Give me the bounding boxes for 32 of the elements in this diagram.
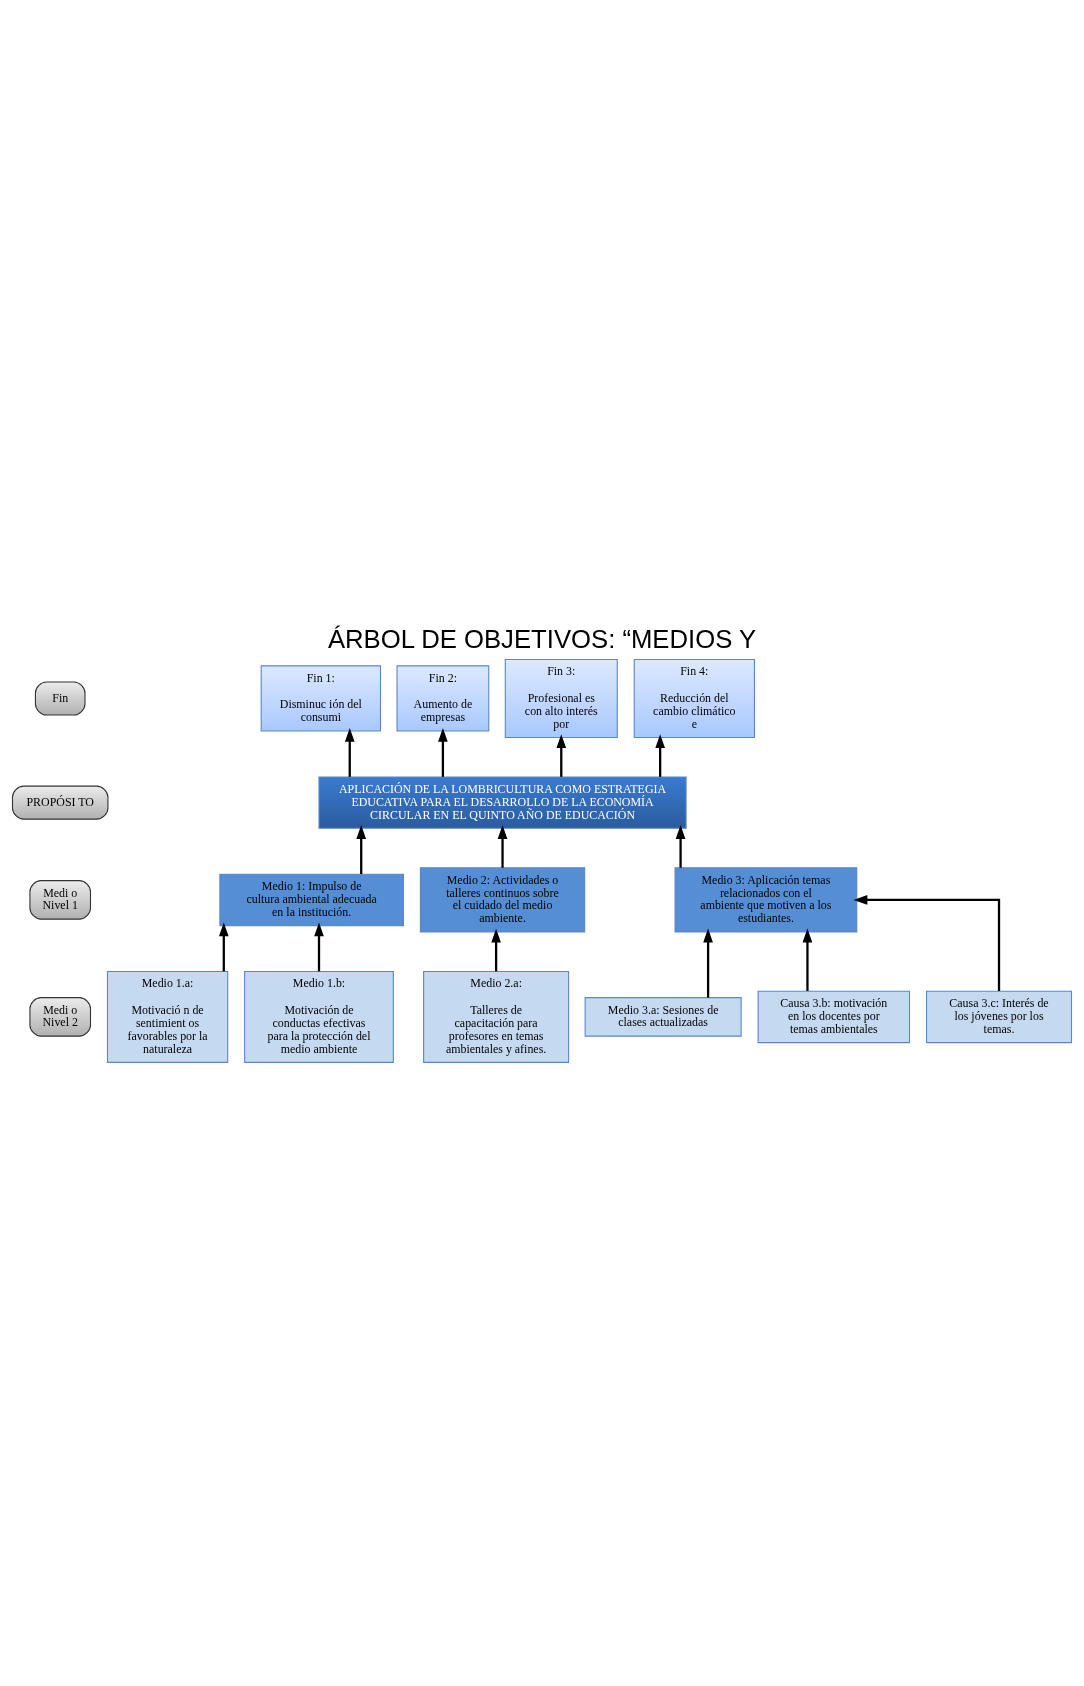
arrow [497,825,508,868]
arrow [218,922,229,972]
arrow [314,922,324,972]
node-box: Medio 2.a: Talleres de capacitación para profesores en temas ambientales y afines. [423,970,570,1063]
diagram-title: ÁRBOL DE OBJETIVOS: “MEDIOS Y [327,624,757,653]
node-box: Medio 1.a: Motivació n de sentimient os favorables por la naturaleza [106,970,229,1063]
node-box: Medio 3: Aplicación temas relacionados con el ambiente que motiven a los estudiantes. [674,867,858,933]
node-box: Medio 1: Impulso de cultura ambiental adecuada en la institución. [219,873,404,927]
arrow [556,734,567,777]
node-box: Fin 3: Profesional es con alto interés por [504,658,618,738]
node-box: Fin [34,681,86,716]
node-box: Medio 1.b: Motivación de conductas efectivas para la protección del medio ambiente [244,970,394,1063]
arrow [655,734,665,777]
node-box: Medi o Nivel 1 [29,880,92,920]
node-box: Fin 1: Disminuc ión del consumi [260,665,382,732]
node-box: Causa 3.c: Interés de los jóvenes por los temas. [925,990,1073,1044]
arrow [438,727,448,777]
node-box: Causa 3.b: motivación en los docentes por temas ambientales [757,990,911,1044]
arrow [703,928,713,998]
node-box: APLICACIÓN DE LA LOMBRICULTURA COMO ESTRATEGIA EDUCATIVA PARA EL DESARROLLO DE LA ECONOMÍA CIRCULAR EN EL QUINTO AÑO DE EDUCACIÓN [318,776,687,829]
arrow [675,825,686,868]
node-box: Medio 3.a: Sesiones de clases actualizadas [584,997,742,1037]
arrow [491,928,501,972]
arrow [344,727,355,777]
node-box: PROPÓSI TO [11,785,109,820]
node-box: Fin 2: Aumento de empresas [396,665,490,732]
arrow [853,895,1001,991]
node-box: Medi o Nivel 2 [29,997,92,1037]
node-box: Fin 4: Reducción del cambio climático e [633,658,755,738]
arrow [356,825,367,875]
node-box: Medio 2: Actividades o talleres continuos sobre el cuidado del medio ambiente. [419,867,586,933]
arrow [802,928,813,991]
